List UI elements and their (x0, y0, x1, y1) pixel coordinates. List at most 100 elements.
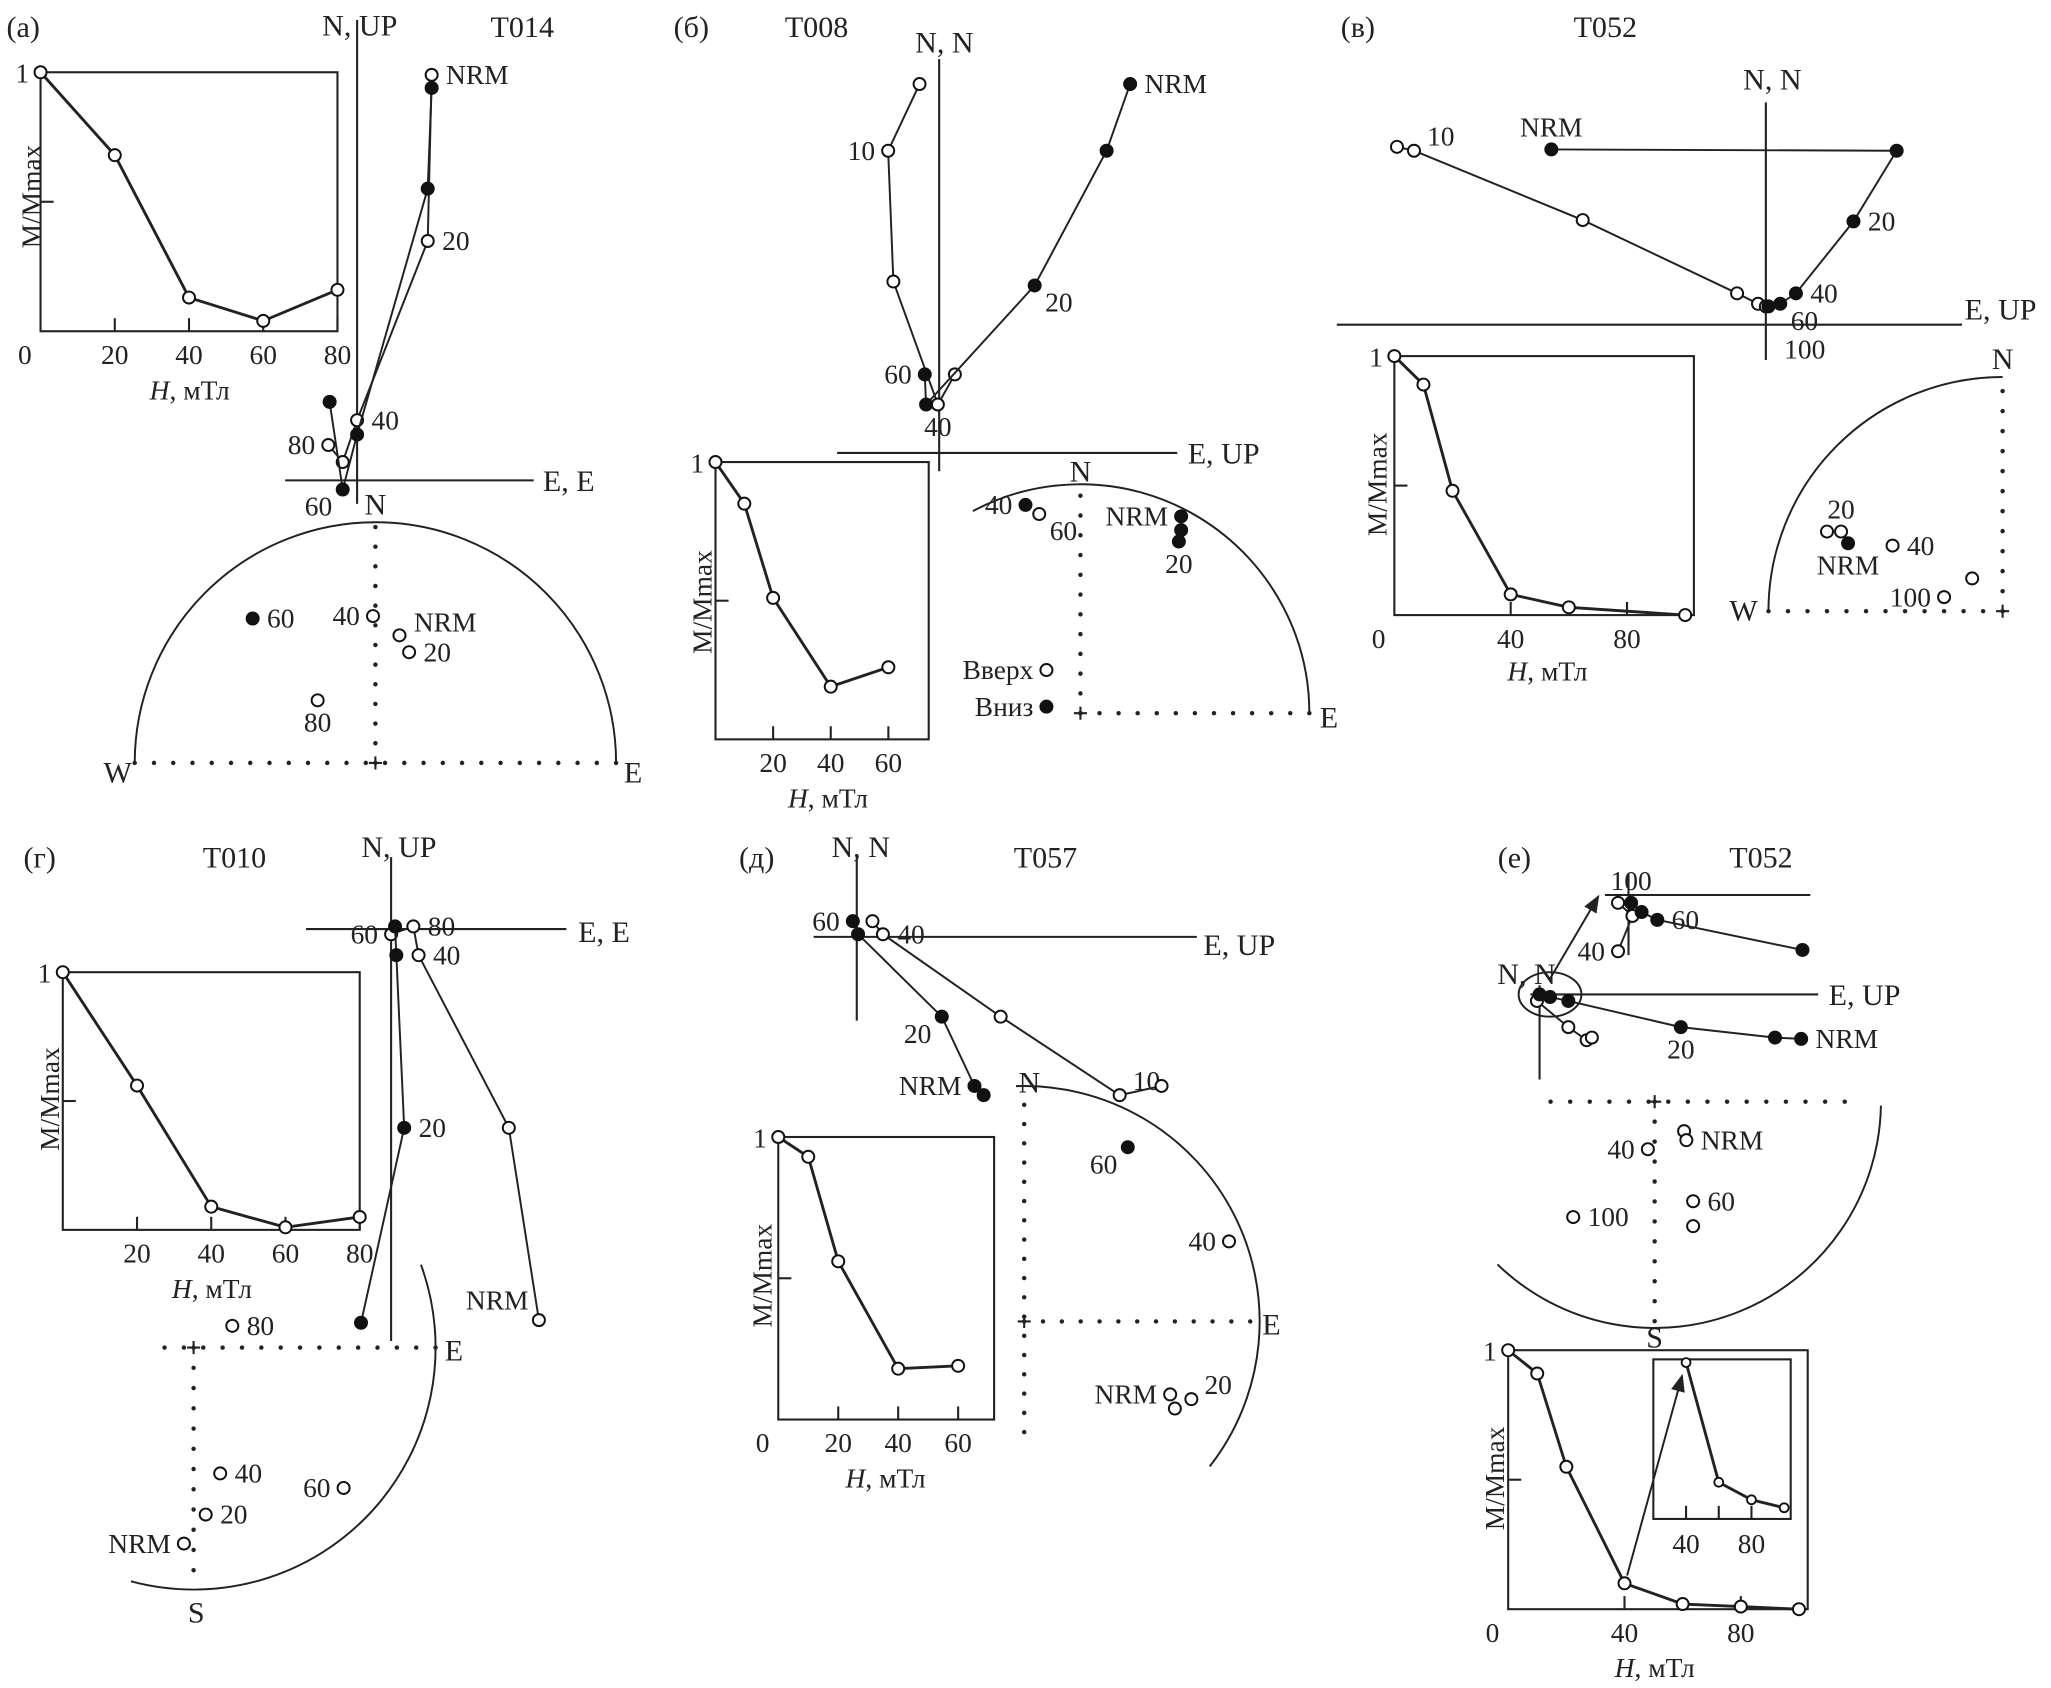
projection-dot (1652, 1159, 1657, 1164)
vertical-projection-point (411, 948, 426, 963)
projection-dot (594, 760, 600, 766)
point-label: 40 (1188, 1227, 1215, 1257)
stereonet-direction-label: E (624, 756, 642, 790)
point-label: 60 (812, 906, 839, 936)
demagnetization-point (33, 65, 48, 80)
projection-dot (1724, 1099, 1730, 1104)
demagnetization-point (766, 590, 781, 605)
stereonet-point-upper (1167, 1401, 1182, 1416)
projection-dot (2000, 548, 2005, 554)
demagnetization-point (1416, 377, 1431, 392)
projection-dot (209, 760, 214, 766)
stereonet-point-upper (1885, 538, 1900, 553)
inset-x-tick-label: 40 (1672, 1529, 1699, 1559)
y-tick-label: 1 (38, 959, 52, 989)
horizontal-projection-point (420, 181, 435, 196)
projection-dot (191, 1567, 196, 1573)
vertical-projection-point (1611, 944, 1626, 959)
projection-dot (1652, 1219, 1657, 1224)
projection-dot (2000, 468, 2005, 474)
projection-dot (421, 760, 426, 766)
point-label: NRM (466, 1286, 529, 1316)
demagnetization-point (182, 290, 197, 305)
projection-dot (373, 682, 378, 687)
demagnetization-point (1530, 1366, 1545, 1381)
point-label: 60 (303, 1473, 330, 1503)
projection-dot (1883, 608, 1888, 614)
legend-up-label: Вверх (963, 655, 1034, 685)
stereonet-point-lower (1018, 497, 1033, 512)
projection-dot (1783, 1099, 1789, 1104)
projection-dot (1652, 1299, 1657, 1304)
stereonet-point-upper (1222, 1234, 1237, 1249)
projection-dot (228, 760, 234, 766)
stereonet-direction-label: N (1992, 342, 2014, 376)
stereonet-point-lower (1120, 1140, 1135, 1155)
horizontal-projection-point (1544, 142, 1559, 157)
projection-dot (325, 760, 330, 766)
stereonet-point-upper (1686, 1219, 1701, 1234)
legend-down-label: Вниз (975, 692, 1034, 722)
projection-dot (1247, 1319, 1253, 1324)
projection-dot (517, 760, 523, 766)
stereonet-direction-label: E (1262, 1308, 1280, 1342)
stereonet-primitive-arc (133, 521, 618, 763)
projection-dot (1268, 710, 1274, 716)
x-tick-label: 40 (817, 748, 844, 778)
stereonet-point-upper (310, 693, 325, 708)
stereonet-point-upper (366, 609, 380, 624)
point-label: NRM (1816, 1024, 1879, 1054)
projection-dot (394, 1345, 400, 1350)
x-tick-label: 0 (1486, 1618, 1500, 1648)
point-label: 20 (1827, 494, 1854, 524)
stereonet-point-upper (198, 1507, 213, 1522)
sample-id: T014 (491, 10, 555, 44)
vertical-projection-point (886, 274, 901, 289)
point-label: 60 (1672, 905, 1699, 935)
demagnetization-plot-frame (777, 1135, 996, 1421)
demagnetization-point (1675, 1597, 1690, 1612)
x-axis-variable: H (787, 783, 810, 813)
horizontal-projection-point (1768, 1030, 1783, 1045)
projection-dot (1116, 1319, 1121, 1324)
projection-dot (613, 760, 619, 766)
point-label: 40 (433, 940, 460, 970)
horizontal-projection-point (1846, 214, 1861, 229)
vertical-projection-point (1575, 213, 1590, 228)
point-label: 10 (1427, 122, 1454, 152)
center-cross (1073, 706, 1087, 720)
projection-dot (297, 1345, 303, 1350)
projection-dot (1824, 608, 1830, 614)
inset-x-tick-label: 80 (1738, 1529, 1765, 1559)
x-tick-label: 20 (759, 748, 786, 778)
demagnetization-curve (61, 971, 360, 1229)
x-tick-label: 0 (756, 1428, 770, 1458)
demagnetization-point (1791, 1602, 1806, 1617)
projection-dot (1548, 1099, 1553, 1104)
demagnetization-point (801, 1149, 816, 1164)
sample-id: T052 (1574, 10, 1637, 44)
point-label: 60 (1708, 1186, 1735, 1216)
vertical-projection-point (1730, 286, 1745, 301)
projection-dot (191, 1547, 196, 1553)
x-tick-label: 80 (1727, 1618, 1754, 1648)
x-axis-variable: H (171, 1274, 194, 1304)
projection-dot (1097, 710, 1102, 716)
center-cross (1017, 1314, 1031, 1328)
center-cross (368, 756, 382, 770)
y-tick-label: 1 (690, 449, 704, 479)
point-label: 10 (1133, 1066, 1160, 1096)
x-axis-variable: H (845, 1464, 868, 1494)
projection-dot (1078, 592, 1083, 597)
point-label: 10 (848, 136, 875, 166)
projection-dot (1021, 1121, 1027, 1127)
vertical-projection-point (865, 914, 880, 929)
projection-dot (1652, 1179, 1657, 1184)
projection-dot (191, 1487, 196, 1492)
horizontal-projection-point (845, 914, 860, 929)
horizontal-projection-point (917, 367, 932, 382)
x-tick-label: 0 (1372, 624, 1386, 654)
projection-dot (1021, 1218, 1027, 1223)
horizontal-projection-point (1773, 296, 1788, 311)
point-label: 40 (985, 490, 1012, 520)
